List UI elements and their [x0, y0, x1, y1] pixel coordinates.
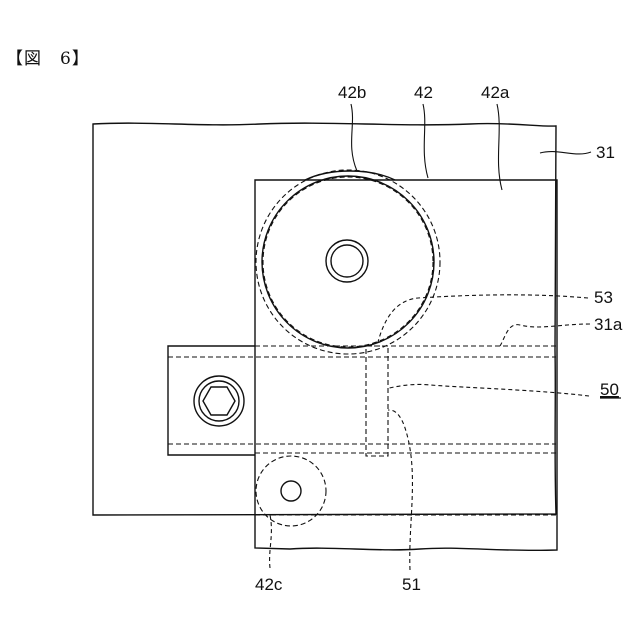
- label-42: 42: [414, 83, 433, 102]
- label-51: 51: [402, 575, 421, 594]
- leader-42a: [497, 104, 502, 190]
- gear-42b-hub-inner: [331, 245, 363, 277]
- leader-50: [389, 384, 589, 396]
- leader-42c: [270, 515, 272, 568]
- left-block: [168, 346, 255, 455]
- label-31a: 31a: [594, 315, 623, 334]
- leader-42b: [351, 104, 357, 171]
- frame-31-outline: [93, 123, 556, 515]
- gear-42b-inner-dashed: [263, 177, 433, 347]
- label-42b: 42b: [338, 83, 366, 102]
- label-53: 53: [594, 288, 613, 307]
- label-42c: 42c: [255, 575, 283, 594]
- leader-51: [388, 410, 412, 570]
- label-42a: 42a: [481, 83, 510, 102]
- pin-42c-hole: [281, 481, 301, 501]
- leader-31: [540, 152, 591, 154]
- label-50: 50: [600, 380, 619, 399]
- bolt-hex-head: [203, 387, 235, 415]
- slot-51: [366, 346, 388, 456]
- leader-42: [423, 104, 428, 178]
- gear-42b-hub-outer: [326, 240, 368, 282]
- leader-31a: [500, 324, 590, 346]
- gear-42b-outer-dashed: [256, 170, 440, 354]
- bolt-ring-outer: [194, 376, 244, 426]
- label-31: 31: [596, 143, 615, 162]
